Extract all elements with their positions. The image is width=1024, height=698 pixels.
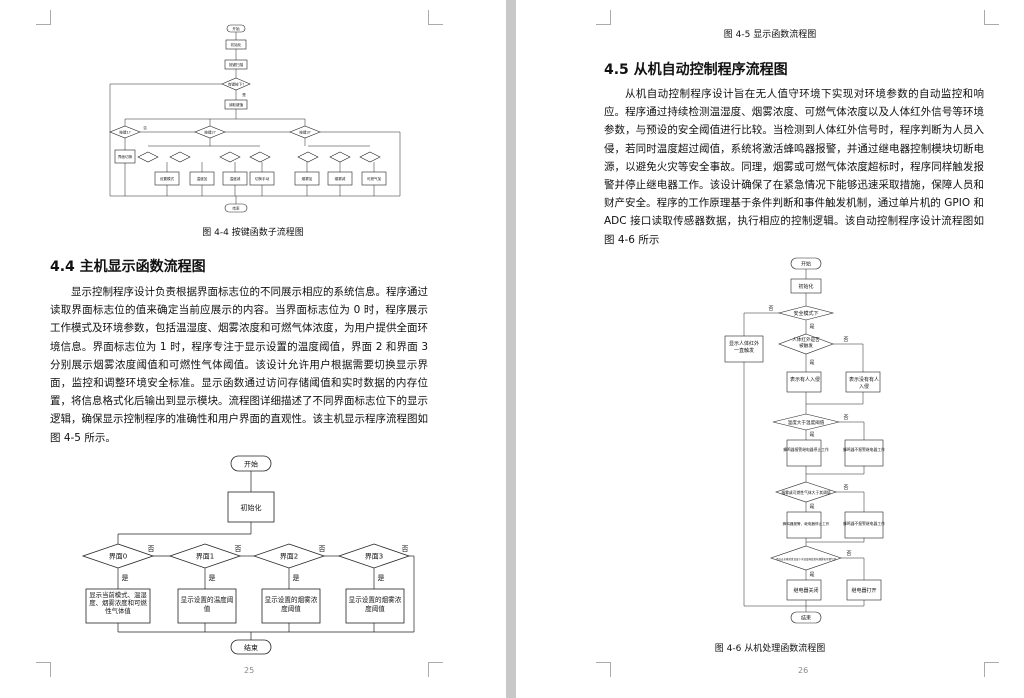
f46-no-2: 否 [843, 337, 848, 343]
f44-read-key: 读取键值 [229, 102, 244, 107]
f45-action-3: 显示设置的烟雾浓度阈值 [348, 596, 402, 613]
f46-end: 结束 [801, 615, 811, 622]
f45-no-1: 否 [235, 545, 242, 553]
f46-yes-2: 是 [809, 360, 814, 366]
crop-mark [36, 10, 51, 25]
f46-safe-mode: 安全模式下 [793, 310, 818, 317]
f46-temp-check: 温度大于温度阈值 [788, 419, 825, 426]
f44-mini-2: 温度加 [197, 176, 208, 181]
f44-mini-5: 烟雾加 [302, 176, 313, 181]
crop-mark [984, 10, 999, 25]
f44-mini-4: 切换手动 [255, 176, 270, 181]
f45-action-1: 显示设置的温度阈值 [180, 596, 234, 613]
f46-alarm-relay-stop: 蜂鸣器报警继电器停止工作 [783, 447, 829, 452]
f44-init: 初始化 [231, 42, 242, 47]
f46-init: 初始化 [798, 283, 813, 290]
f44-no: 否 [143, 126, 147, 130]
f46-yes-4: 是 [809, 504, 814, 510]
f46-gas-check: 烟雾或可燃性气体大于其阈值 [781, 490, 831, 495]
section-4-5-paragraph: 从机自动控制程序设计旨在无人值守环境下实现对环境参数的自动监控和响应。程序通过持… [604, 88, 984, 246]
f45-start: 开始 [244, 460, 258, 469]
f45-yes-2: 是 [293, 574, 300, 582]
f44-branch-3: 按键3? [299, 130, 310, 135]
crop-mark [984, 662, 999, 677]
f46-combo-check: 不在安全模式且温度小于温度阈值且有烟雾和可燃气体 [776, 557, 837, 561]
f44-start: 开始 [232, 26, 240, 31]
figure-4-6-flowchart: 开始 初始化 安全模式下 蜂鸣器报警继电器停止工作 蜂鸣器不报警继电器工作 蜂鸣… [724, 257, 885, 624]
f44-branch-2: 按键2? [204, 130, 215, 135]
f45-decision-3: 界面3 [365, 553, 383, 561]
section-4-5-title: 4.5 从机自动控制程序流程图 [604, 62, 788, 78]
f46-safe: 表示没有有人入侵 [848, 377, 879, 390]
figure-4-4-caption: 图 4-4 按键函数子流程图 [202, 228, 304, 238]
f45-init: 初始化 [241, 503, 262, 512]
figure-4-6-caption: 图 4-6 从机处理函数流程图 [714, 644, 826, 654]
f44-key-pressed: 有键按下? [228, 82, 244, 87]
f44-mini-6: 烟雾减 [335, 176, 346, 181]
f46-yes-5: 是 [809, 572, 814, 578]
f44-yes: 是 [242, 92, 246, 97]
f45-action-2: 显示设置的烟雾浓度阈值 [264, 596, 318, 613]
f44-branch-1: 按键1? [119, 130, 130, 135]
f46-alarm-relay-stop-2: 蜂鸣器报警，继电器停止工作 [783, 521, 830, 526]
crop-mark [428, 662, 443, 677]
f44-switch: 界面切换 [118, 154, 133, 159]
crop-mark [596, 662, 611, 677]
f45-no-0: 否 [148, 545, 155, 553]
f46-no-3: 否 [843, 415, 848, 421]
f44-mini-1: 设置模式 [160, 176, 175, 181]
f46-intruded: 表示有人入侵 [789, 377, 820, 383]
f46-start: 开始 [801, 261, 811, 268]
crop-mark [428, 10, 443, 25]
f45-yes-1: 是 [209, 574, 216, 582]
f45-decision-1: 界面1 [196, 553, 214, 561]
section-4-4-paragraph: 显示控制程序设计负责根据界面标志位的不同展示相应的系统信息。程序通过读取界面标志… [50, 286, 428, 444]
f46-no-1: 否 [768, 306, 773, 312]
f46-yes-1: 是 [809, 324, 814, 330]
f44-mini-3: 温度减 [230, 176, 241, 181]
page-number: 25 [244, 666, 255, 675]
section-4-4-title: 4.4 主机显示函数流程图 [50, 259, 206, 275]
f46-relay-on: 继电器打开 [851, 587, 876, 594]
crop-mark [36, 662, 51, 677]
f44-end: 结束 [232, 206, 240, 211]
page-25: 开始 初始化 按键扫描 有键按下? 读取键值 按键1? 按键2? 按键3? 界面… [0, 0, 506, 698]
f45-end: 结束 [244, 643, 258, 652]
f45-no-3: 否 [402, 545, 409, 553]
f46-no-alarm-relay-work-2: 蜂鸣器不报警继电器工作 [843, 521, 885, 526]
figure-4-5-flowchart: 开始 初始化 界面0 界面1 界面2 界面3 是 是 是 是 否 否 否 否 结… [81, 455, 415, 655]
f46-no-alarm-relay-work: 蜂鸣器不报警继电器工作 [843, 447, 885, 452]
figure-4-5-caption: 图 4-5 显示函数流程图 [723, 30, 817, 40]
f46-no-4: 否 [843, 485, 848, 491]
page-number: 26 [798, 666, 809, 675]
f46-infrared: 人体红外是否被触发 [792, 338, 820, 349]
f46-show-infrared: 显示人体红外一直触发 [728, 341, 759, 354]
crop-mark [596, 10, 611, 25]
f45-action-0: 显示当前模式、温湿度、烟雾浓度和可燃性气体值 [89, 591, 147, 615]
f45-decision-0: 界面0 [109, 553, 127, 561]
f45-yes-0: 是 [122, 574, 129, 582]
f46-relay-off: 继电器关闭 [793, 587, 818, 594]
f46-yes-3: 是 [809, 432, 814, 438]
f45-decision-2: 界面2 [280, 553, 298, 561]
f46-no-5: 否 [846, 551, 851, 557]
page-26: 图 4-5 显示函数流程图 4.5 从机自动控制程序流程图 从机自动控制程序设计… [516, 0, 1024, 698]
f44-scan: 按键扫描 [229, 62, 244, 67]
page-gutter [506, 0, 516, 698]
f45-yes-3: 是 [378, 574, 385, 582]
figure-4-4-flowchart: 开始 初始化 按键扫描 有键按下? 读取键值 按键1? 按键2? 按键3? 界面… [109, 24, 401, 213]
f45-no-2: 否 [319, 545, 326, 553]
f44-mini-7: 可燃气加 [367, 176, 382, 181]
